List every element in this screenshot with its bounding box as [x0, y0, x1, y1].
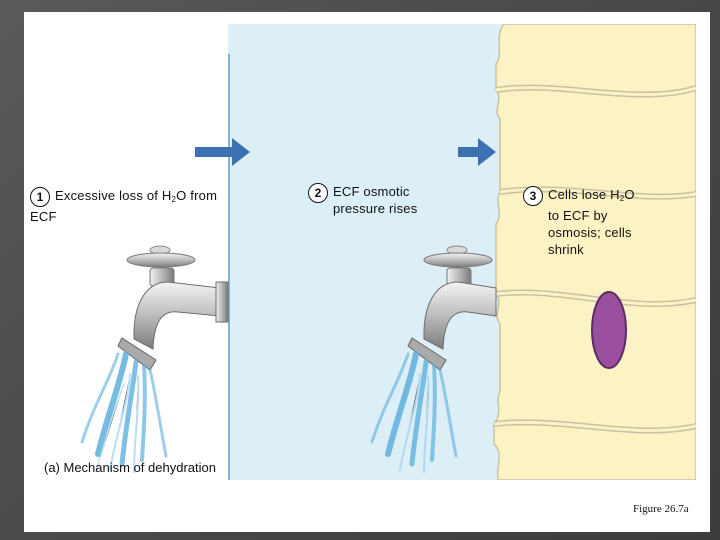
water-stream-icon — [80, 351, 168, 473]
step-3-text: Cells lose H2O to ECF by osmosis; cells … — [548, 187, 635, 257]
cells-column — [493, 24, 696, 480]
step-1-text: Excessive loss of H2O from ECF — [30, 188, 218, 224]
faucet-icon — [117, 245, 229, 371]
arrow-right-icon — [195, 138, 250, 166]
step-1-number: 1 — [30, 187, 50, 207]
step-2-text: ECF osmotic pressure rises — [333, 184, 418, 216]
figure-reference: Figure 26.7a — [633, 503, 689, 515]
dehydration-figure — [38, 24, 696, 480]
step-2-number: 2 — [308, 183, 328, 203]
arrow-right-icon — [458, 138, 496, 166]
step-3-number: 3 — [523, 186, 543, 206]
faucet-icon — [407, 245, 497, 371]
water-stream-icon — [370, 351, 458, 473]
cell-nucleus — [591, 291, 627, 369]
figure-caption: (a) Mechanism of dehydration — [44, 460, 216, 475]
